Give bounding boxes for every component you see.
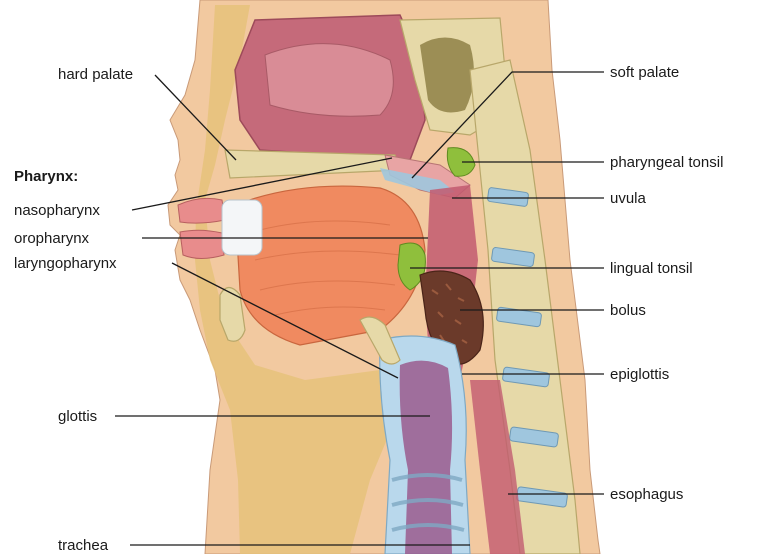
label-hard-palate: hard palate xyxy=(58,66,133,83)
label-uvula: uvula xyxy=(610,190,647,207)
label-glottis: glottis xyxy=(58,408,97,425)
label-pharyngeal-tonsil: pharyngeal tonsil xyxy=(610,154,723,171)
label-laryngopharynx: laryngopharynx xyxy=(14,255,117,272)
label-esophagus: esophagus xyxy=(610,486,683,503)
label-trachea: trachea xyxy=(58,537,109,554)
upper-lip xyxy=(178,198,225,223)
pharynx-heading: Pharynx: xyxy=(14,168,78,185)
nasal-concha xyxy=(265,44,393,117)
label-bolus: bolus xyxy=(610,302,646,319)
label-lingual-tonsil: lingual tonsil xyxy=(610,260,693,277)
label-nasopharynx: nasopharynx xyxy=(14,202,100,219)
label-soft-palate: soft palate xyxy=(610,64,679,81)
label-epiglottis: epiglottis xyxy=(610,366,669,383)
lower-lip xyxy=(180,230,224,258)
teeth xyxy=(222,200,262,255)
head-neck-illustration xyxy=(168,0,600,554)
label-oropharynx: oropharynx xyxy=(14,230,90,247)
